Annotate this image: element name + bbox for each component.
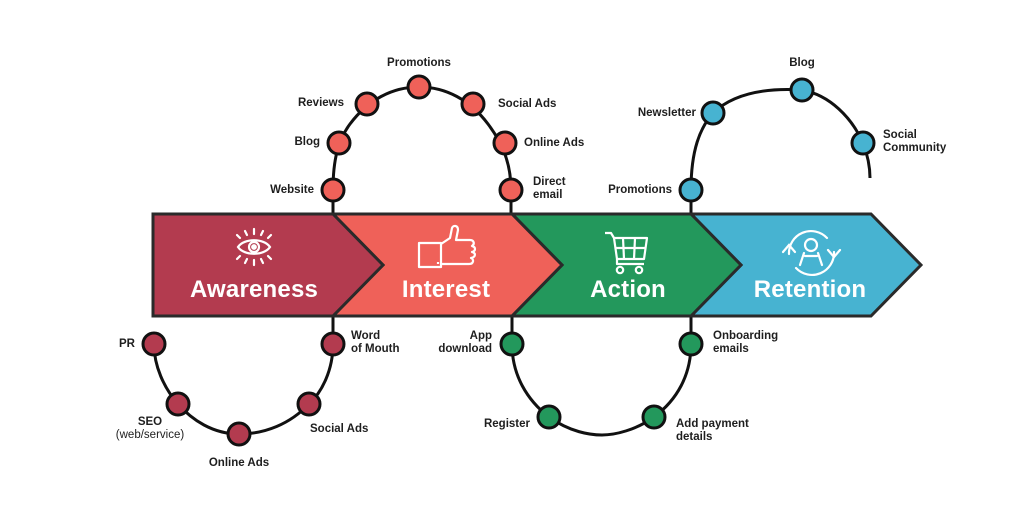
label-promotions-interest: Promotions [387,57,451,69]
label-direct-email-line1: Direct [533,176,566,188]
node-social-community[interactable] [850,130,876,156]
label-register: Register [483,418,530,430]
node-add-payment-details[interactable] [641,404,667,430]
node-social-ads-awareness[interactable] [296,391,322,417]
thumbs-up-icon [417,224,477,269]
label-direct-email: Direct email [533,176,566,202]
node-pr[interactable] [141,331,167,357]
label-online-ads-awareness: Online Ads [208,457,270,469]
node-register[interactable] [536,404,562,430]
label-add-payment-details: Add payment details [676,418,749,444]
label-onboarding-line2: emails [713,343,749,355]
label-online-ads-interest: Online Ads [524,137,585,149]
node-reviews[interactable] [354,91,380,117]
label-seo-line2: (web/service) [115,429,185,441]
label-seo-line1: SEO [137,416,163,428]
label-social-community-line2: Community [883,142,947,154]
label-word-of-mouth: Word of Mouth [351,330,400,356]
node-blog-retention[interactable] [789,77,815,103]
stage-title-retention: Retention [753,276,867,303]
label-pr: PR [119,338,135,350]
label-website: Website [270,184,314,196]
shopping-cart-icon [605,231,649,275]
label-add-payment-line1: Add payment [676,418,749,430]
label-word-of-mouth-line1: Word [351,330,381,342]
label-direct-email-line2: email [533,189,563,201]
node-online-ads-awareness[interactable] [226,421,252,447]
label-word-of-mouth-line2: of Mouth [351,343,400,355]
action-arc [510,316,693,437]
awareness-segment[interactable] [151,212,386,318]
person-cycle-icon [781,230,842,276]
label-social-ads-awareness: Social Ads [310,423,369,435]
label-app-download-line1: App [469,330,492,342]
node-word-of-mouth[interactable] [320,331,346,357]
node-onboarding-emails[interactable] [678,331,704,357]
label-newsletter: Newsletter [637,107,696,119]
node-promotions-retention[interactable] [678,177,704,203]
label-seo: SEO (web/service) [100,416,200,442]
node-direct-email[interactable] [498,177,524,203]
label-social-community: Social Community [883,129,946,155]
stage-title-awareness: Awareness [189,276,319,303]
node-newsletter[interactable] [700,100,726,126]
label-add-payment-line2: details [676,431,713,443]
label-onboarding-line1: Onboarding [713,330,779,342]
label-promotions-retention: Promotions [608,184,672,196]
label-onboarding-emails: Onboarding emails [713,330,778,356]
node-website[interactable] [320,177,346,203]
node-seo[interactable] [165,391,191,417]
label-blog-interest: Blog [294,136,320,148]
label-blog-retention: Blog [789,57,815,69]
node-blog-interest[interactable] [326,130,352,156]
label-social-ads-interest: Social Ads [498,98,557,110]
node-app-download[interactable] [499,331,525,357]
eye-icon [235,227,273,267]
node-social-ads-interest[interactable] [460,91,486,117]
label-app-download-line2: download [438,343,492,355]
node-promotions-interest[interactable] [406,74,432,100]
label-app-download: App download [438,330,492,356]
label-social-community-line1: Social [883,129,917,141]
stage-title-action: Action [590,276,666,303]
node-online-ads-interest[interactable] [492,130,518,156]
stage-title-interest: Interest [401,276,491,303]
label-reviews: Reviews [297,97,344,109]
